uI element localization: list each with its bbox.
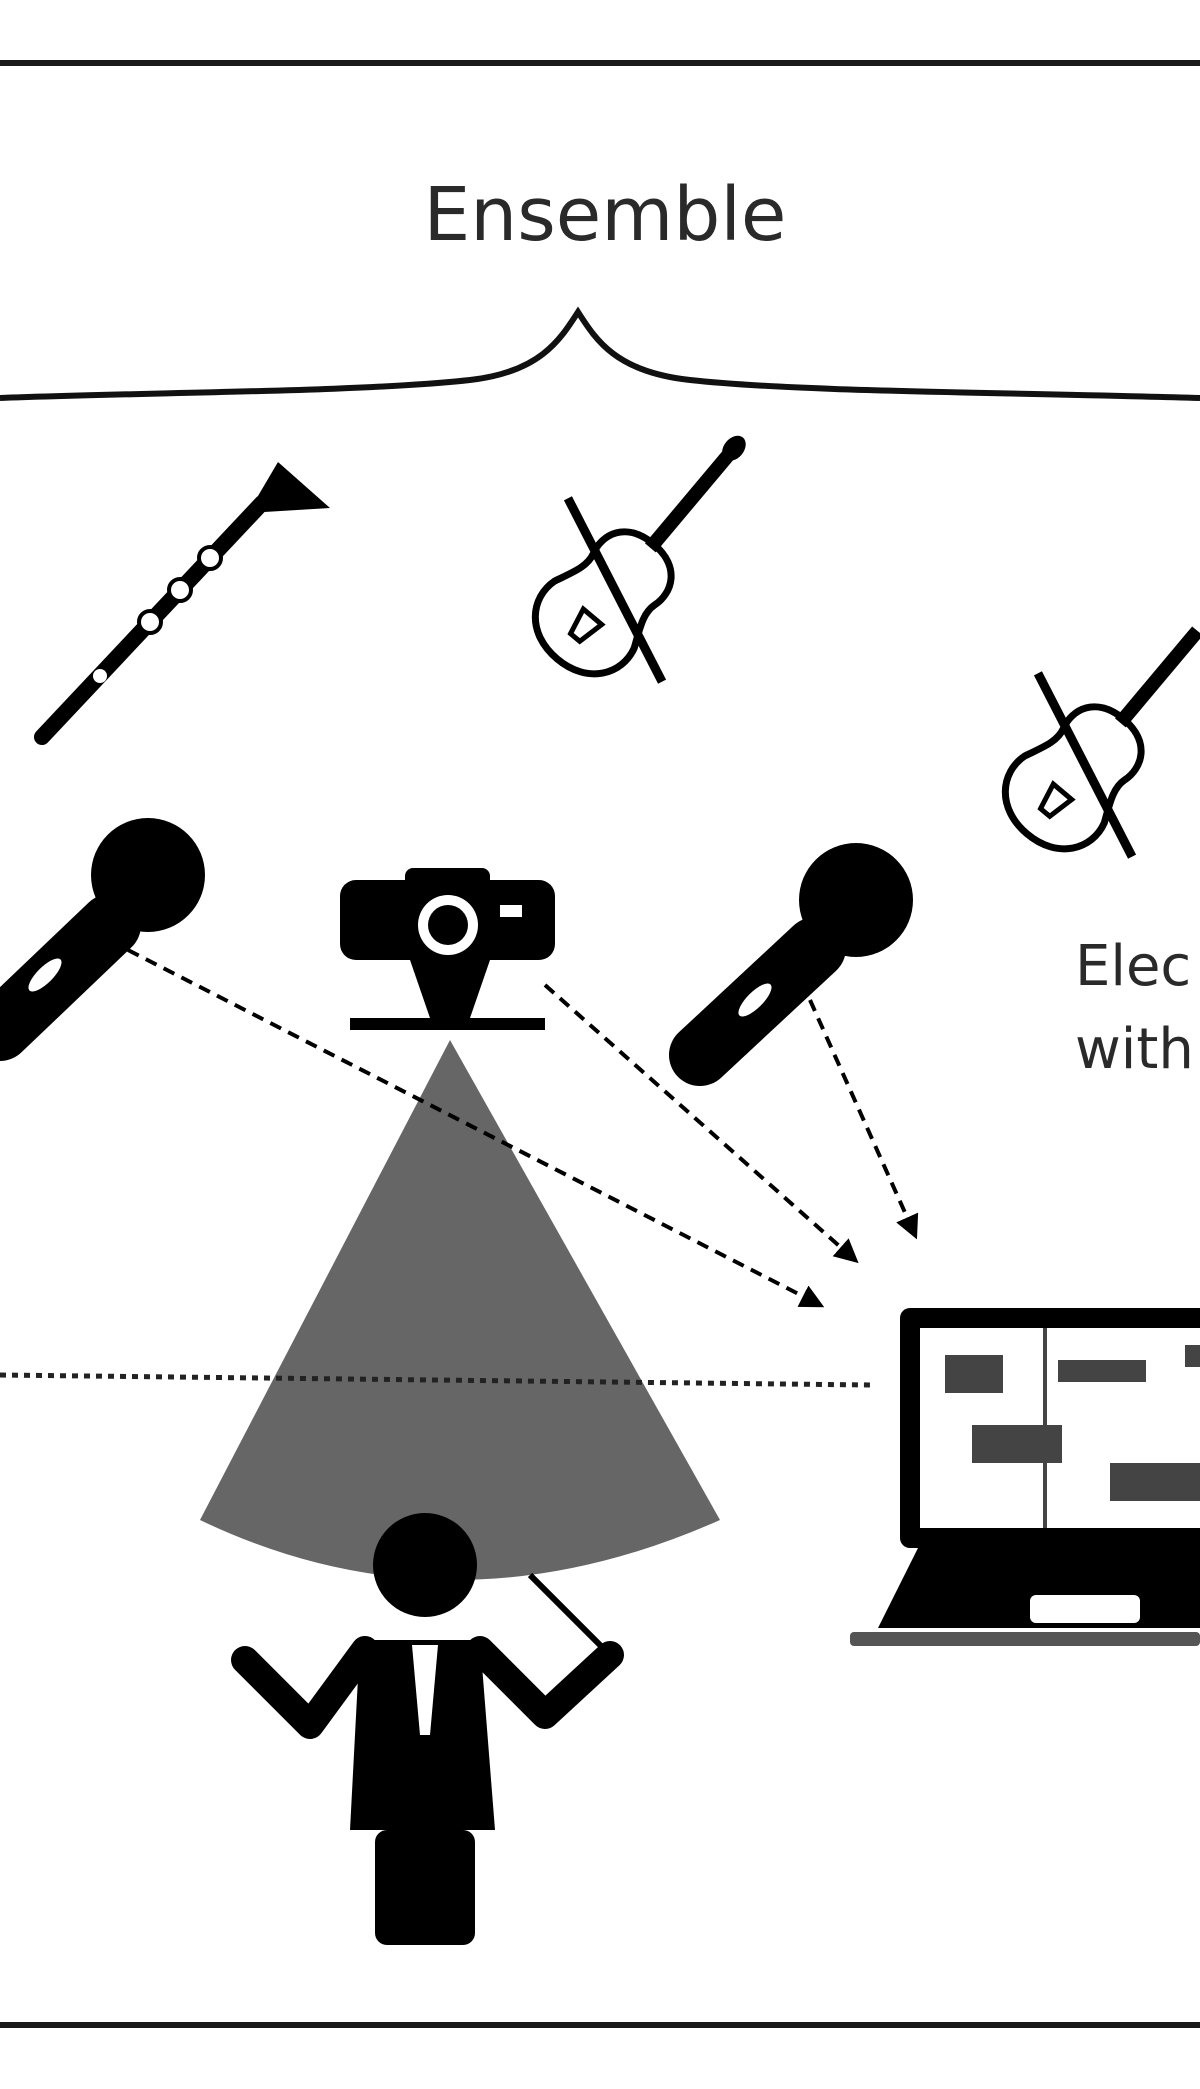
ensemble-title: Ensemble (424, 172, 787, 258)
clarinet-icon (34, 462, 330, 745)
side-label-line2: with (1075, 1017, 1194, 1082)
mic-signal-arrow (808, 999, 919, 1240)
microphone-icon (669, 843, 913, 1086)
side-label-line1: Elec (1075, 934, 1191, 999)
microphone-icon (0, 818, 205, 1061)
conductor-icon (231, 1513, 624, 1945)
camera-view-cone (200, 1040, 720, 1580)
laptop-icon (850, 1308, 1200, 1646)
ensemble-brace (0, 306, 1200, 401)
violin-icon (1001, 626, 1200, 859)
camera-signal-arrow (543, 983, 859, 1264)
violin-icon (531, 435, 746, 684)
dotted-connection-line (0, 1372, 871, 1388)
mic-signal-arrow (127, 948, 825, 1308)
camera-icon (340, 868, 555, 1030)
